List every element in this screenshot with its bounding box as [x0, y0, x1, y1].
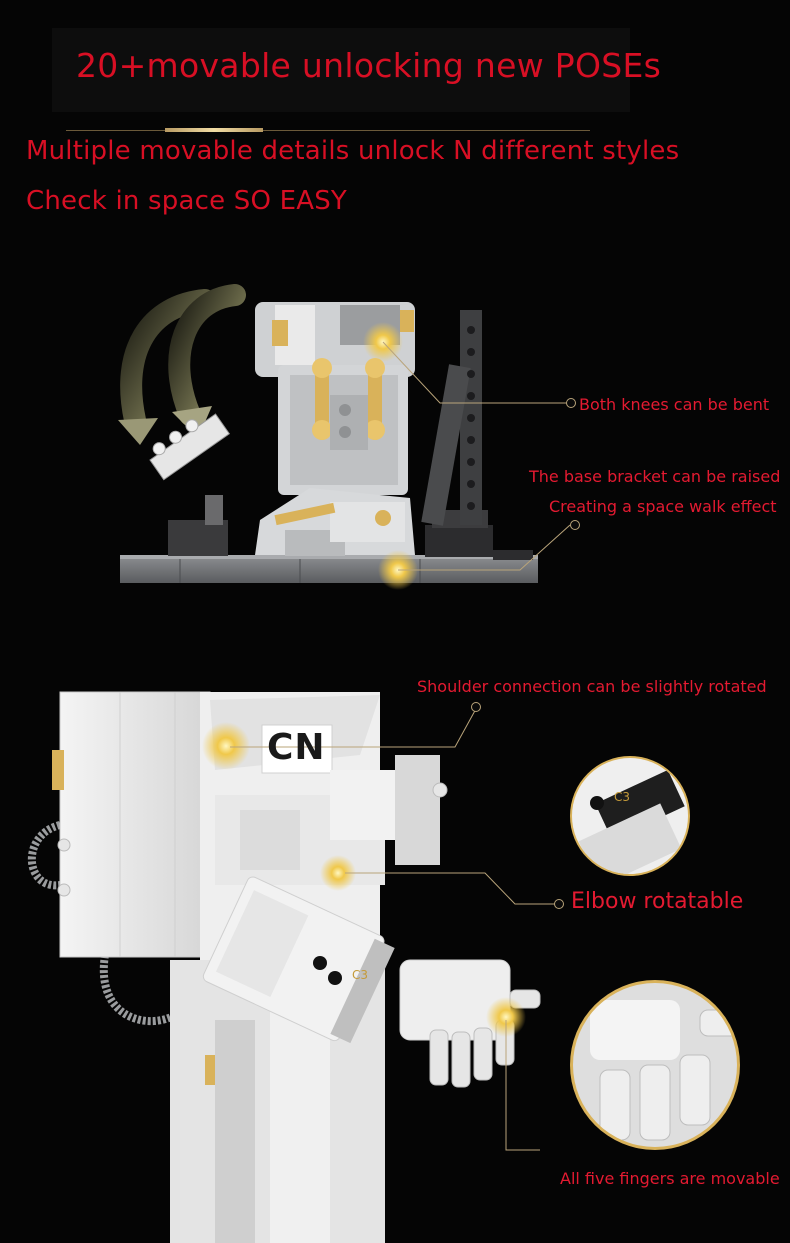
chest-badge-cn: CN [267, 727, 326, 768]
title-band [52, 28, 630, 112]
divider-accent [165, 128, 263, 132]
arm-illustration [27, 691, 740, 1243]
subtitle-line-2: Check in space SO EASY [26, 186, 347, 216]
page-title: 20+movable unlocking new POSEs [76, 46, 662, 85]
elbow-callout-dot [554, 899, 564, 909]
base-callout-dot [570, 520, 580, 530]
callout-fingers: All five fingers are movable [560, 1169, 780, 1188]
callout-base-line-1: The base bracket can be raised [529, 467, 781, 486]
legs-illustration [118, 284, 571, 590]
part-dot-icon [328, 971, 342, 985]
callout-base-line-2: Creating a space walk effect [549, 497, 777, 516]
callout-shoulder: Shoulder connection can be slightly rota… [417, 677, 767, 696]
callout-elbow: Elbow rotatable [571, 889, 744, 914]
detail-part-code-label: C3 [614, 790, 631, 804]
callout-knees: Both knees can be bent [579, 395, 770, 414]
divider-line [66, 130, 590, 131]
part-dot-icon [313, 956, 327, 970]
shoulder-callout-dot [471, 702, 481, 712]
knee-callout-dot [566, 398, 576, 408]
part-code-label: C3 [352, 968, 369, 982]
subtitle-line-1: Multiple movable details unlock N differ… [26, 136, 680, 166]
